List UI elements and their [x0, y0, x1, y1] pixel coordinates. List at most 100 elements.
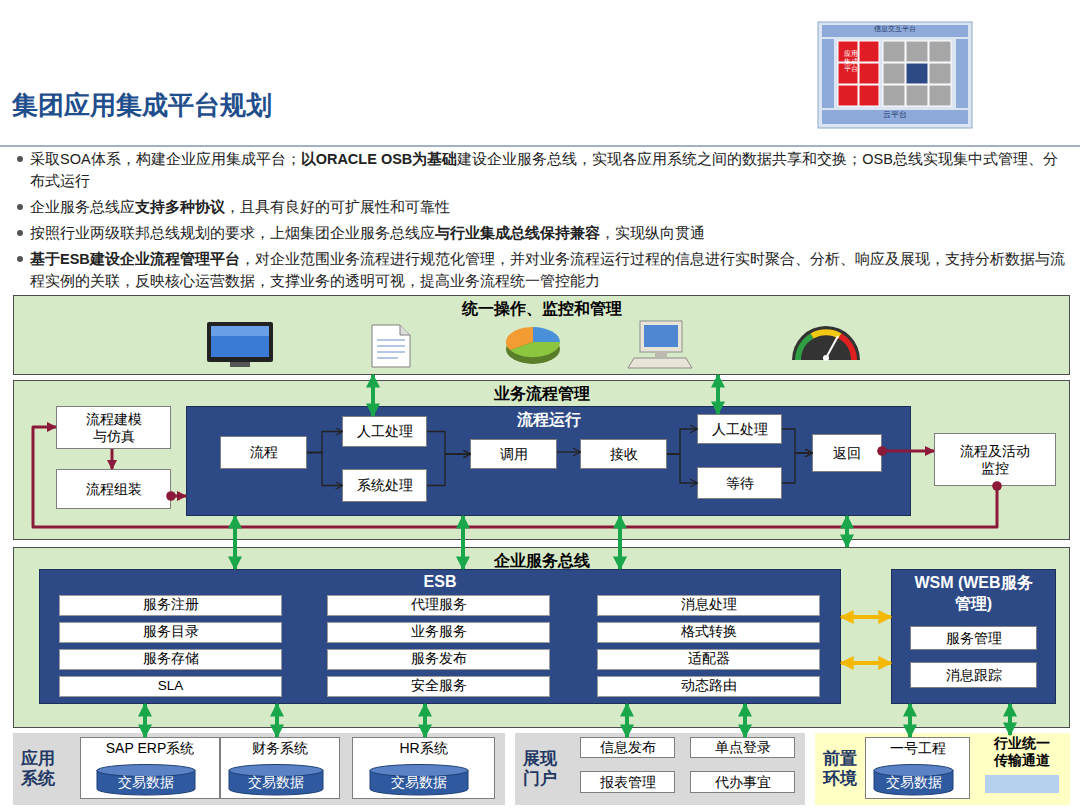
illustration-label: 应用集成平台 — [844, 50, 858, 73]
process-box: 返回 — [812, 434, 882, 472]
system-group: 展现门户信息发布单点登录报表管理代办事宜 — [515, 733, 805, 805]
node-text: 交易数据 — [886, 774, 942, 792]
channel-label: 行业统一传输通道 — [978, 735, 1066, 771]
platform-illustration — [929, 85, 951, 106]
process-box: 消息跟踪 — [910, 662, 1037, 688]
service-item: 代理服务 — [327, 595, 550, 616]
platform-illustration — [929, 41, 951, 62]
monitor-icon — [207, 322, 273, 362]
platform-illustration — [838, 41, 858, 62]
platform-illustration — [838, 85, 858, 106]
node-text: 服务管理 — [946, 630, 1002, 647]
node-text: 服务发布 — [411, 651, 467, 667]
node-text: 业务服务 — [411, 624, 467, 640]
process-box: 流程及活动监控 — [934, 433, 1056, 486]
node-text: 流程及活动监控 — [958, 443, 1033, 477]
service-item: 服务注册 — [59, 595, 282, 616]
node-text: 等待 — [726, 475, 754, 492]
connector-arrow — [143, 704, 147, 737]
bullet-text: ，实现纵向贯通 — [600, 225, 705, 241]
process-box: 流程组装 — [56, 469, 171, 509]
platform-illustration — [838, 63, 858, 84]
computer-icon — [655, 352, 667, 357]
layer-band: 业务流程管理流程建模与仿真流程组装流程运行流程人工处理系统处理调用接收人工处理等… — [13, 380, 1070, 540]
node-text: 适配器 — [688, 651, 730, 667]
node-text: 展现门户 — [523, 749, 557, 790]
connector-arrow — [667, 454, 697, 483]
platform-illustration — [859, 63, 879, 84]
bullet-marker — [17, 204, 23, 210]
platform-illustration — [859, 85, 879, 106]
node-text: 交易数据 — [248, 774, 304, 792]
monitor-icon — [211, 326, 269, 336]
document-icon — [377, 358, 398, 359]
illustration-label: 云平台 — [822, 111, 968, 120]
bullet-text: 企业服务总线应 — [30, 199, 135, 215]
bullet-item: 采取SOA体系，构建企业应用集成平台；以ORACLE OSB为基础建设企业服务总… — [30, 148, 1070, 192]
process-box: 流程 — [220, 436, 307, 469]
connector-arrow — [171, 495, 186, 498]
node-text: WSM (WEB服务管理) — [909, 570, 1039, 615]
node-text: 流程 — [250, 444, 278, 461]
connector-arrow — [908, 704, 912, 737]
pie-chart-icon — [506, 334, 560, 364]
platform-illustration — [822, 110, 968, 124]
bullet-marker — [17, 256, 23, 262]
process-box: 信息发布 — [580, 737, 675, 758]
system-group: 应用系统SAP ERP系统交易数据财务系统交易数据HR系统交易数据 — [13, 733, 505, 805]
node-text: 报表管理 — [600, 774, 656, 791]
illustration-label: 信息交互平台 — [822, 25, 968, 33]
computer-icon — [628, 321, 692, 368]
node-text: 服务目录 — [143, 624, 199, 640]
platform-illustration — [883, 63, 905, 84]
service-item: 服务存储 — [59, 649, 282, 670]
connector-arrow — [782, 429, 812, 453]
connector-arrow — [33, 427, 997, 527]
layer-band: 企业服务总线ESB服务注册代理服务消息处理服务目录业务服务格式转换服务存储服务发… — [13, 547, 1070, 728]
gauge-icon — [792, 326, 860, 360]
node-text: 服务注册 — [143, 597, 199, 613]
document-icon — [372, 325, 410, 367]
bullet-text: 按照行业两级联邦总线规划的要求，上烟集团企业服务总线应 — [30, 225, 435, 241]
connector-arrow — [307, 453, 342, 486]
pie-chart-icon — [510, 342, 560, 357]
node-text: 调用 — [500, 446, 528, 463]
system-group: 前置环境一号工程交易数据行业统一传输通道 — [815, 733, 1070, 805]
database-cylinder: 交易数据 — [873, 764, 954, 796]
gauge-icon — [840, 336, 854, 360]
connector-arrow — [461, 516, 465, 569]
database-cylinder: 交易数据 — [369, 764, 469, 796]
connector-arrow — [782, 453, 812, 483]
platform-illustration — [822, 39, 834, 108]
node-text: 前置环境 — [823, 749, 857, 790]
bullet-text: 采取SOA体系，构建企业应用集成平台； — [30, 151, 301, 167]
service-item: 服务发布 — [327, 649, 550, 670]
pie-chart-icon — [506, 327, 560, 364]
connector-arrow — [427, 432, 470, 455]
computer-icon — [640, 321, 682, 352]
service-item: 动态路由 — [597, 676, 820, 697]
platform-illustration — [906, 85, 928, 106]
title-rule — [0, 145, 1080, 147]
node-text: 人工处理 — [357, 423, 413, 440]
platform-illustration — [883, 41, 905, 62]
process-box: 报表管理 — [580, 771, 675, 793]
node-text: 格式转换 — [681, 624, 737, 640]
computer-icon — [644, 325, 678, 347]
connector-arrow — [625, 704, 629, 737]
system-box: 财务系统交易数据 — [220, 737, 340, 799]
node-text: 行业统一传输通道 — [992, 735, 1052, 771]
service-item: SLA — [59, 676, 282, 697]
platform-illustration — [906, 41, 928, 62]
module-box: 流程运行流程人工处理系统处理调用接收人工处理等待返回 — [186, 406, 911, 516]
node-text: SLA — [158, 678, 184, 694]
channel-bar — [985, 775, 1059, 793]
process-box: 人工处理 — [697, 414, 782, 444]
node-text: 交易数据 — [118, 774, 174, 792]
connector-arrow — [743, 704, 747, 737]
node-text: 统一操作、监控和管理 — [14, 296, 1069, 320]
pie-chart-icon — [533, 327, 560, 342]
gauge-icon — [823, 355, 829, 361]
system-box: 一号工程交易数据 — [865, 737, 970, 799]
node-text: 服务存储 — [143, 651, 199, 667]
